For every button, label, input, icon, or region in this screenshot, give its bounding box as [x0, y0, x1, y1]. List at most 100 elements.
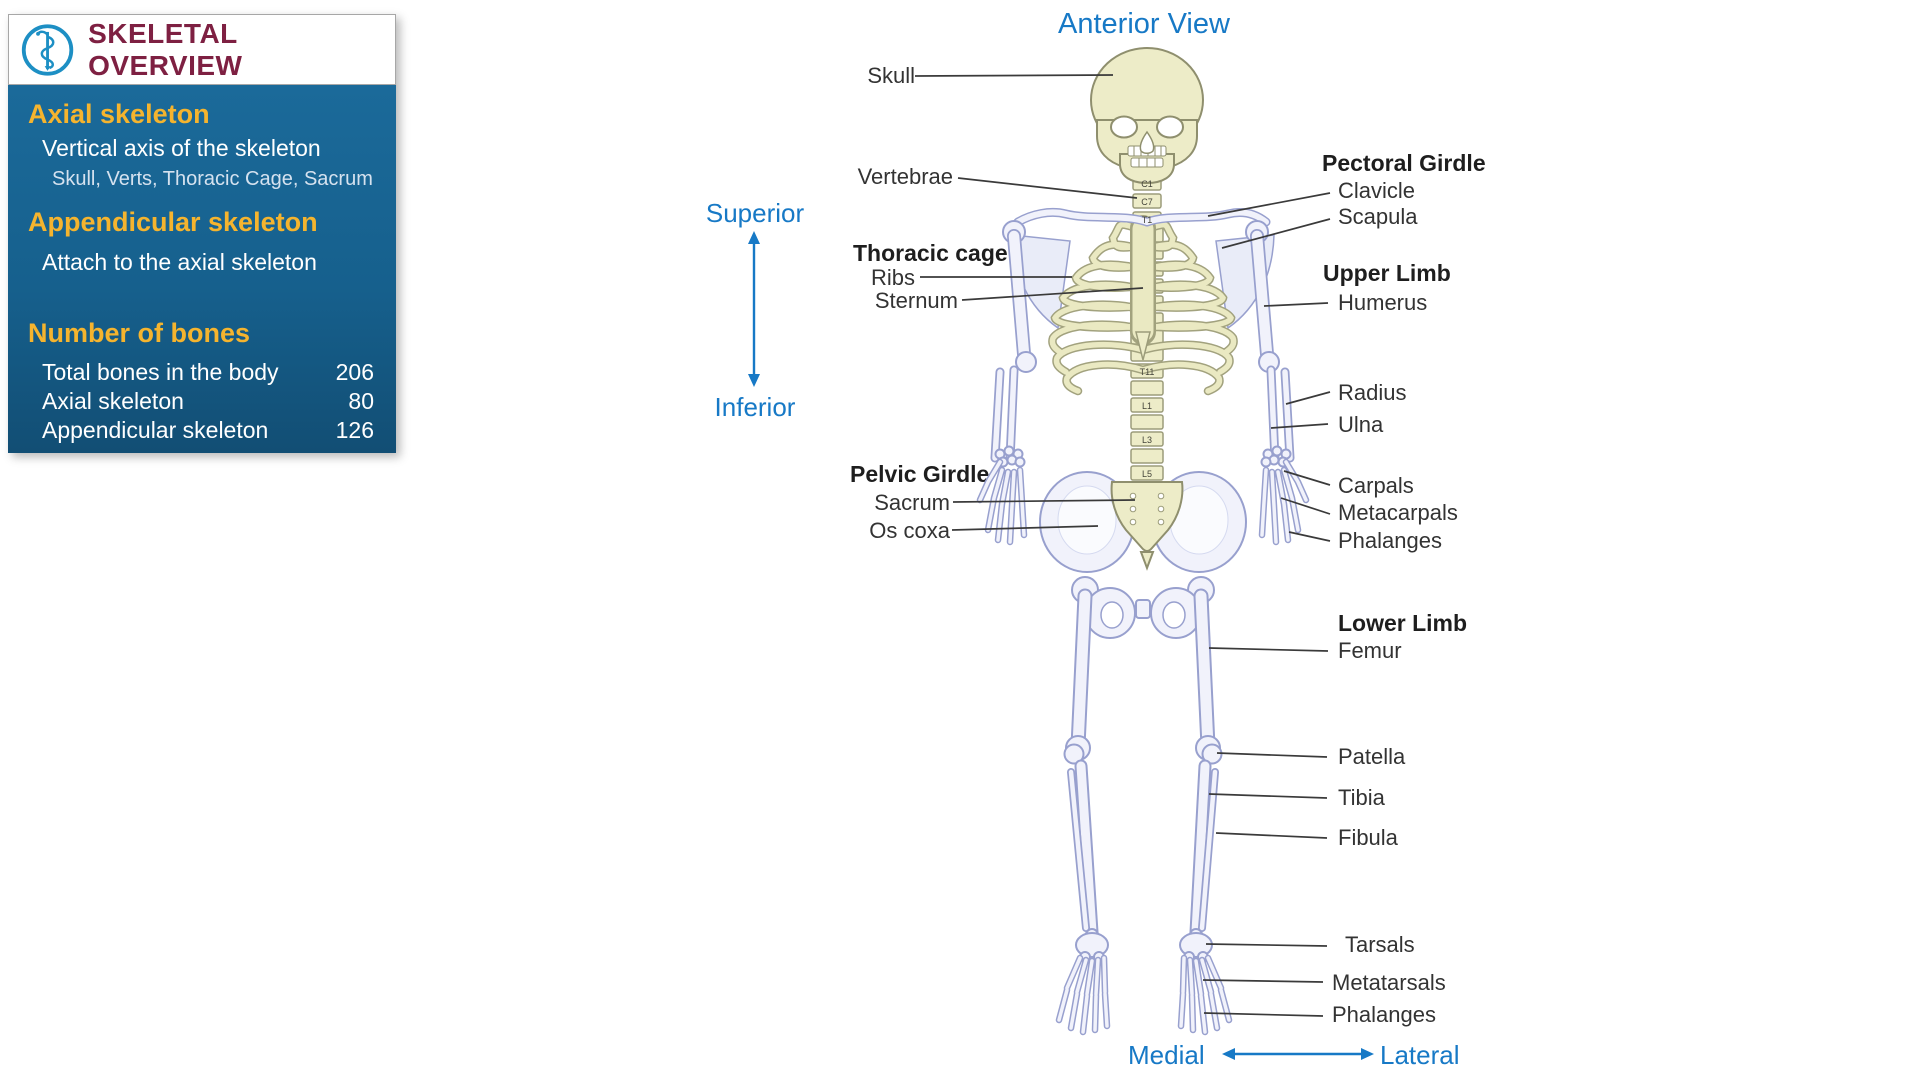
tibia-label: Tibia	[1338, 785, 1385, 810]
carpals-leader-line	[1283, 470, 1331, 486]
asclepius-staff-icon	[21, 23, 74, 76]
row-label: Total bones in the body	[42, 359, 279, 386]
skull-bone	[1090, 47, 1204, 185]
arrow-left-icon	[1222, 1048, 1235, 1060]
scapula-leader-line	[1221, 218, 1331, 249]
svg-text:L1: L1	[1142, 401, 1152, 411]
vertebra-tags: C1 C7 T1 T11 L1 L3 L5	[1140, 179, 1155, 479]
vertebrae-label: Vertebrae	[857, 164, 953, 189]
lateral-label: Lateral	[1380, 1040, 1460, 1070]
row-value: 126	[335, 417, 374, 444]
info-card-header: SKELETAL OVERVIEW	[8, 14, 396, 85]
metatarsals-label: Metatarsals	[1332, 970, 1446, 995]
femur-leader-line	[1208, 647, 1329, 652]
skull-leader-line	[914, 74, 1114, 77]
table-row: Axial skeleton 80	[28, 387, 378, 416]
clavicles	[1013, 207, 1271, 227]
anterior-view-label: Anterior View	[1058, 8, 1230, 40]
phalanges-foot-leader-line	[1203, 1012, 1324, 1017]
phalanges-hand-label: Phalanges	[1338, 528, 1442, 553]
medial-lateral-arrow	[1222, 1048, 1374, 1060]
card-title: SKELETAL OVERVIEW	[88, 17, 243, 81]
leader-lines	[914, 74, 1331, 1017]
os-coxa-label: Os coxa	[869, 518, 950, 543]
axial-heading: Axial skeleton	[28, 99, 210, 129]
arrow-down-icon	[748, 374, 760, 387]
patella-leader-line	[1216, 752, 1328, 758]
axial-detail: Skull, Verts, Thoracic Cage, Sacrum	[52, 167, 373, 190]
counts-heading: Number of bones	[28, 317, 251, 348]
metacarpals-leader-line	[1280, 497, 1331, 515]
bone-count-table: Total bones in the body 206 Axial skelet…	[28, 358, 378, 445]
table-row: Total bones in the body 206	[28, 358, 378, 387]
row-value: 206	[335, 359, 374, 386]
eye-socket	[1110, 115, 1138, 139]
humerus-leader-line	[1263, 302, 1329, 307]
scapula-label: Scapula	[1338, 204, 1418, 229]
fibula-label: Fibula	[1338, 825, 1398, 850]
radius-leader-line	[1285, 391, 1331, 405]
pectoral-girdle-label: Pectoral Girdle	[1322, 150, 1486, 176]
femur-label: Femur	[1338, 638, 1402, 663]
os-coxa-leader-line	[951, 525, 1099, 531]
nasal-aperture	[1139, 130, 1155, 154]
info-card-body: Axial skeleton Vertical axis of the skel…	[8, 85, 396, 453]
axial-desc: Vertical axis of the skeleton	[42, 135, 321, 162]
patella-label: Patella	[1338, 744, 1406, 769]
metacarpals-label: Metacarpals	[1338, 500, 1458, 525]
row-label: Axial skeleton	[42, 388, 184, 415]
inferior-label: Inferior	[714, 392, 796, 422]
superior-label: Superior	[705, 198, 805, 228]
obturator-foramen	[1100, 601, 1124, 629]
svg-text:T11: T11	[1140, 367, 1155, 377]
humerus-label: Humerus	[1338, 290, 1428, 315]
sternum-label: Sternum	[874, 288, 958, 313]
skull-label: Skull	[867, 63, 915, 88]
thoracic-cage-label: Thoracic cage	[853, 240, 1008, 266]
sacrum-label: Sacrum	[874, 490, 950, 515]
skeleton-illustration: C1 C7 T1 T11 L1 L3 L5	[914, 47, 1374, 1060]
medial-label: Medial	[1128, 1040, 1205, 1070]
tarsals-leader-line	[1205, 943, 1328, 947]
row-value: 80	[348, 388, 374, 415]
clavicle-label: Clavicle	[1338, 178, 1416, 203]
sacrum-leader-line	[952, 499, 1136, 503]
sternum-leader-line	[961, 287, 1144, 301]
appendicular-desc: Attach to the axial skeleton	[42, 249, 317, 276]
superior-inferior-arrow	[748, 231, 760, 387]
ulna-leader-line	[1270, 423, 1329, 429]
metatarsals-leader-line	[1202, 979, 1324, 983]
ribs-label: Ribs	[870, 265, 915, 290]
tibia-leader-line	[1208, 793, 1328, 799]
svg-text:T1: T1	[1142, 215, 1153, 225]
clavicle-leader-line	[1207, 192, 1331, 217]
info-card: SKELETAL OVERVIEW Axial skeleton Vertica…	[8, 14, 396, 453]
table-row: Appendicular skeleton 126	[28, 416, 378, 445]
sacral-foramina	[1129, 492, 1165, 526]
vertebrae-leader-line	[957, 177, 1138, 199]
svg-text:L3: L3	[1142, 435, 1152, 445]
rib-cage	[1048, 220, 1238, 396]
lower-limb-label: Lower Limb	[1338, 610, 1468, 636]
obturator-foramen	[1162, 601, 1186, 629]
sternum-bone	[1130, 215, 1156, 361]
upper-limb-label: Upper Limb	[1323, 260, 1451, 286]
arrow-right-icon	[1361, 1048, 1374, 1060]
fibula-leader-line	[1215, 832, 1328, 839]
phalanges-foot-label: Phalanges	[1332, 1002, 1436, 1027]
svg-text:L5: L5	[1142, 469, 1152, 479]
ulna-label: Ulna	[1338, 412, 1384, 437]
patella-bone	[1063, 743, 1085, 765]
feet	[1055, 932, 1233, 1036]
eye-socket	[1156, 115, 1184, 139]
carpals-label: Carpals	[1338, 473, 1414, 498]
svg-text:C7: C7	[1141, 197, 1153, 207]
carpal-bones	[994, 445, 1292, 468]
xiphoid-process	[1135, 331, 1151, 361]
row-label: Appendicular skeleton	[42, 417, 269, 444]
lower-limbs	[1055, 588, 1233, 1036]
phalanges-hand-leader-line	[1288, 531, 1331, 542]
tarsals-label: Tarsals	[1345, 932, 1415, 957]
appendicular-heading: Appendicular skeleton	[28, 206, 318, 237]
